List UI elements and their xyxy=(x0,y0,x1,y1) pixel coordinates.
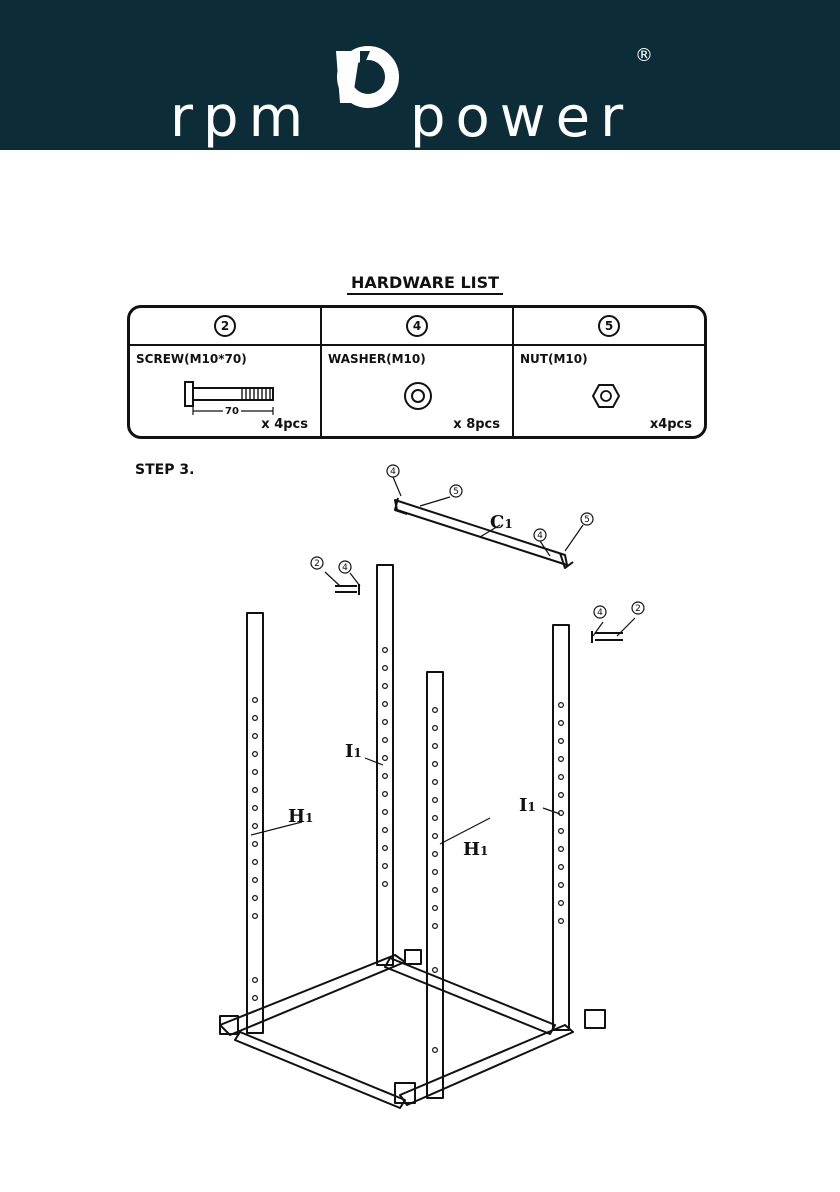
part-name: NUT(M10) xyxy=(520,352,588,366)
part-number-badge: 4 xyxy=(406,315,428,337)
rpm-power-logo: rpm power ® xyxy=(170,35,670,115)
callout-nut: 5 xyxy=(453,487,459,497)
part-name: WASHER(M10) xyxy=(328,352,426,366)
base-rear-rail xyxy=(235,1032,405,1108)
screw-set-back xyxy=(335,584,359,595)
hardware-column-washer: 4 WASHER(M10) x 8pcs xyxy=(322,308,514,436)
hardware-table: 2 SCREW(M10*70) 70 x 4pcs 4 WASHER(M10) xyxy=(127,305,707,439)
label-h1-front: H1 xyxy=(463,839,488,860)
part-number-badge: 2 xyxy=(214,315,236,337)
part-quantity: x4pcs xyxy=(650,417,692,432)
part-number-badge: 5 xyxy=(598,315,620,337)
upright-i1-back xyxy=(377,565,393,965)
callout-screw: 2 xyxy=(635,604,641,614)
label-i1-back: I1 xyxy=(345,741,362,762)
screw-set-right xyxy=(592,631,623,643)
assembly-diagram: C1 I1 H1 H1 I1 4 5 4 5 2 4 4 2 xyxy=(95,450,755,1170)
callout-washer: 4 xyxy=(537,531,543,541)
callout-screw: 2 xyxy=(314,559,320,569)
logo-text-power: power xyxy=(410,85,633,150)
registered-mark: ® xyxy=(635,45,653,66)
callout-washer: 4 xyxy=(342,563,348,573)
logo-mark-icon xyxy=(330,41,400,111)
base-front-rail xyxy=(400,1025,573,1105)
callout-washer: 4 xyxy=(597,608,603,618)
crossbar-bracket-left xyxy=(395,498,407,514)
callout-nut: 5 xyxy=(584,515,590,525)
manual-figure: HARDWARE LIST 2 SCREW(M10*70) 70 x 4pcs xyxy=(95,265,755,1170)
hardware-list-title: HARDWARE LIST xyxy=(95,273,755,292)
label-c1: C1 xyxy=(490,512,513,533)
base-side-rail xyxy=(385,958,555,1034)
part-quantity: x 8pcs xyxy=(453,417,500,432)
nut-icon xyxy=(592,382,620,410)
hardware-column-screw: 2 SCREW(M10*70) 70 x 4pcs xyxy=(130,308,322,436)
callout-washer: 4 xyxy=(390,467,396,477)
foot-cap-back xyxy=(405,950,421,964)
part-name: SCREW(M10*70) xyxy=(136,352,247,366)
logo-text-rpm: rpm xyxy=(170,85,313,150)
brand-header: rpm power ® xyxy=(0,0,840,150)
foot-cap-right xyxy=(585,1010,605,1028)
upright-i1-right xyxy=(553,625,569,1030)
screw-dimension-label: 70 xyxy=(223,406,241,417)
washer-icon xyxy=(402,380,434,412)
label-i1-right: I1 xyxy=(519,795,536,816)
upright-h1-front xyxy=(427,672,443,1098)
label-h1-left: H1 xyxy=(288,806,313,827)
hardware-column-nut: 5 NUT(M10) x4pcs xyxy=(514,308,704,436)
part-quantity: x 4pcs xyxy=(261,417,308,432)
adjustment-holes xyxy=(253,648,564,1053)
